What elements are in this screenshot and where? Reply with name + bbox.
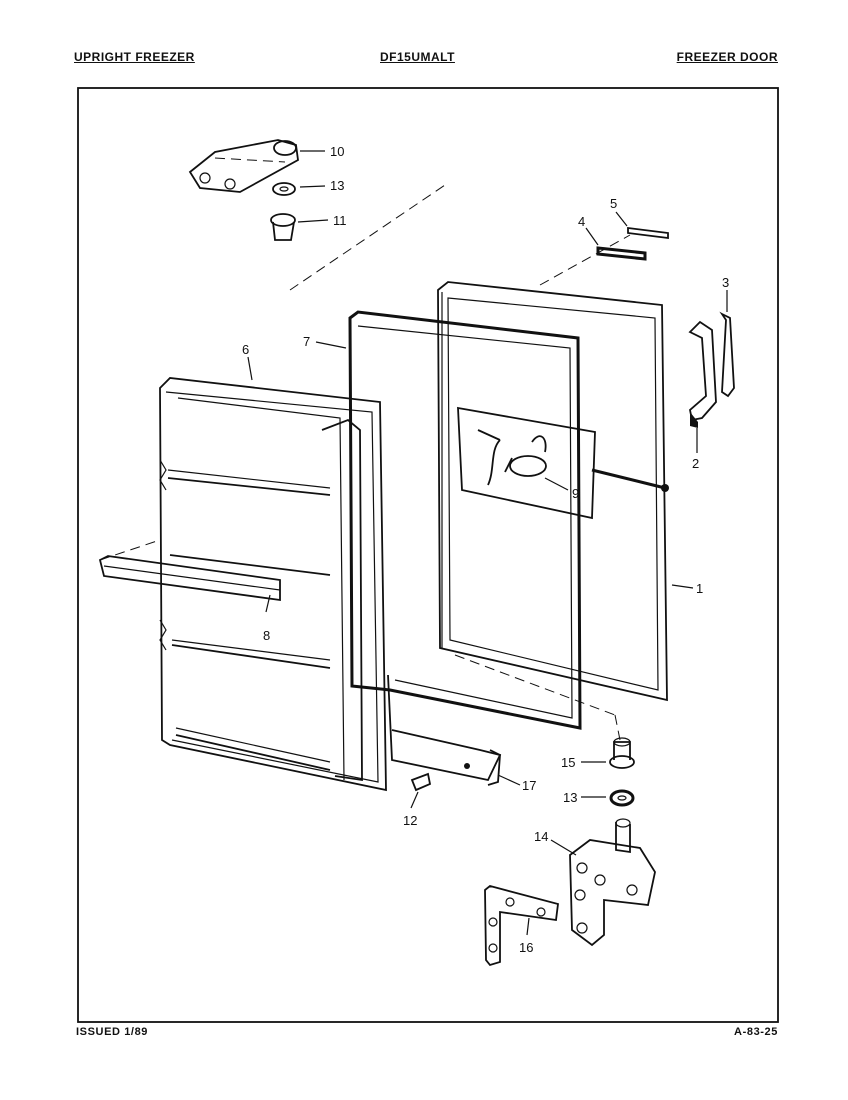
callout-13-lower: 13 bbox=[563, 790, 577, 805]
handle-trim bbox=[719, 311, 735, 398]
leader-lines bbox=[247, 150, 728, 936]
washer-lower bbox=[609, 789, 635, 807]
bottom-hinge bbox=[569, 818, 656, 947]
inner-door-liner bbox=[159, 377, 387, 792]
header-model-type: UPRIGHT FREEZER bbox=[74, 50, 195, 64]
callout-17: 17 bbox=[522, 778, 536, 793]
washer-top bbox=[272, 182, 296, 196]
callout-13-top: 13 bbox=[330, 178, 344, 193]
issue-date: ISSUED 1/89 bbox=[76, 1026, 149, 1038]
callout-6: 6 bbox=[242, 342, 249, 357]
callout-3: 3 bbox=[722, 275, 729, 290]
alignment-lines bbox=[99, 157, 631, 741]
callout-7: 7 bbox=[303, 334, 310, 349]
callout-14: 14 bbox=[534, 829, 548, 844]
callout-16: 16 bbox=[519, 940, 533, 955]
callout-12: 12 bbox=[403, 813, 417, 828]
diagram-border bbox=[77, 87, 779, 1023]
callout-15: 15 bbox=[561, 755, 575, 770]
bushing-lower bbox=[609, 737, 635, 769]
callout-11: 11 bbox=[333, 213, 347, 228]
callout-labels: 10 13 11 5 4 3 2 7 6 8 9 1 17 12 15 13 1… bbox=[242, 144, 729, 955]
page-code: A-83-25 bbox=[734, 1026, 778, 1038]
door-handle bbox=[688, 320, 717, 428]
door-shelf-bar bbox=[98, 555, 281, 602]
callout-10: 10 bbox=[330, 144, 344, 159]
top-hinge-plate bbox=[188, 139, 299, 193]
clip bbox=[410, 772, 432, 792]
trim-strip-5 bbox=[627, 226, 669, 240]
breaker-strip bbox=[387, 674, 502, 786]
hinge-bracket bbox=[484, 885, 559, 967]
callout-4: 4 bbox=[578, 214, 585, 229]
lock-assembly-inset bbox=[457, 406, 669, 520]
trim-strip-4 bbox=[596, 246, 647, 261]
callout-1: 1 bbox=[696, 581, 703, 596]
callout-2: 2 bbox=[692, 456, 699, 471]
callout-9: 9 bbox=[572, 486, 579, 501]
header-section-title: FREEZER DOOR bbox=[676, 50, 778, 64]
bushing bbox=[270, 213, 296, 241]
outer-door-panel bbox=[437, 281, 668, 702]
callout-8: 8 bbox=[263, 628, 270, 643]
header-model-number: DF15UMALT bbox=[380, 50, 455, 64]
callout-5: 5 bbox=[610, 196, 617, 211]
door-gasket bbox=[348, 310, 582, 730]
